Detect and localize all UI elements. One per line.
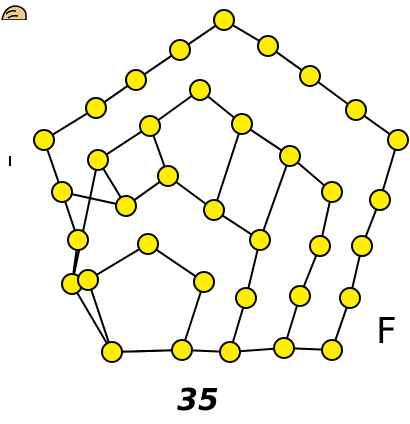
graph-node bbox=[194, 272, 214, 292]
graph-node bbox=[236, 288, 256, 308]
graph-node bbox=[346, 100, 366, 120]
stray-mark bbox=[9, 156, 11, 166]
graph-node bbox=[290, 286, 310, 306]
graph-node bbox=[86, 98, 106, 118]
graph-node bbox=[204, 200, 224, 220]
graph-edge bbox=[214, 124, 242, 210]
graph-node bbox=[116, 196, 136, 216]
graph-node bbox=[170, 40, 190, 60]
graph-node bbox=[220, 342, 240, 362]
graph-edge bbox=[72, 160, 98, 284]
graph-node bbox=[68, 230, 88, 250]
graph-edge bbox=[260, 156, 290, 240]
graph-node bbox=[258, 36, 278, 56]
graph-node bbox=[88, 150, 108, 170]
graph-node bbox=[214, 10, 234, 30]
graph-node bbox=[310, 236, 330, 256]
graph-node bbox=[232, 114, 252, 134]
graph-node bbox=[138, 234, 158, 254]
graph-node bbox=[52, 182, 72, 202]
graph-node bbox=[34, 130, 54, 150]
graph-node bbox=[352, 236, 372, 256]
graph-node bbox=[78, 270, 98, 290]
graph-node bbox=[250, 230, 270, 250]
graph-node bbox=[102, 342, 122, 362]
graph-node bbox=[280, 146, 300, 166]
graph-node bbox=[126, 70, 146, 90]
graph-node bbox=[190, 80, 210, 100]
corner-clipart-icon bbox=[0, 0, 30, 20]
graph-node bbox=[140, 116, 160, 136]
graph-node bbox=[340, 288, 360, 308]
figure-caption: 35 bbox=[168, 384, 228, 418]
graph-node bbox=[158, 166, 178, 186]
cropped-edge-text: F bbox=[376, 312, 397, 352]
graph-node bbox=[322, 340, 342, 360]
graph-node bbox=[370, 190, 390, 210]
graph-node bbox=[388, 130, 408, 150]
graph-node bbox=[322, 182, 342, 202]
graph-node bbox=[274, 338, 294, 358]
graph-node bbox=[300, 66, 320, 86]
graph-node bbox=[172, 340, 192, 360]
